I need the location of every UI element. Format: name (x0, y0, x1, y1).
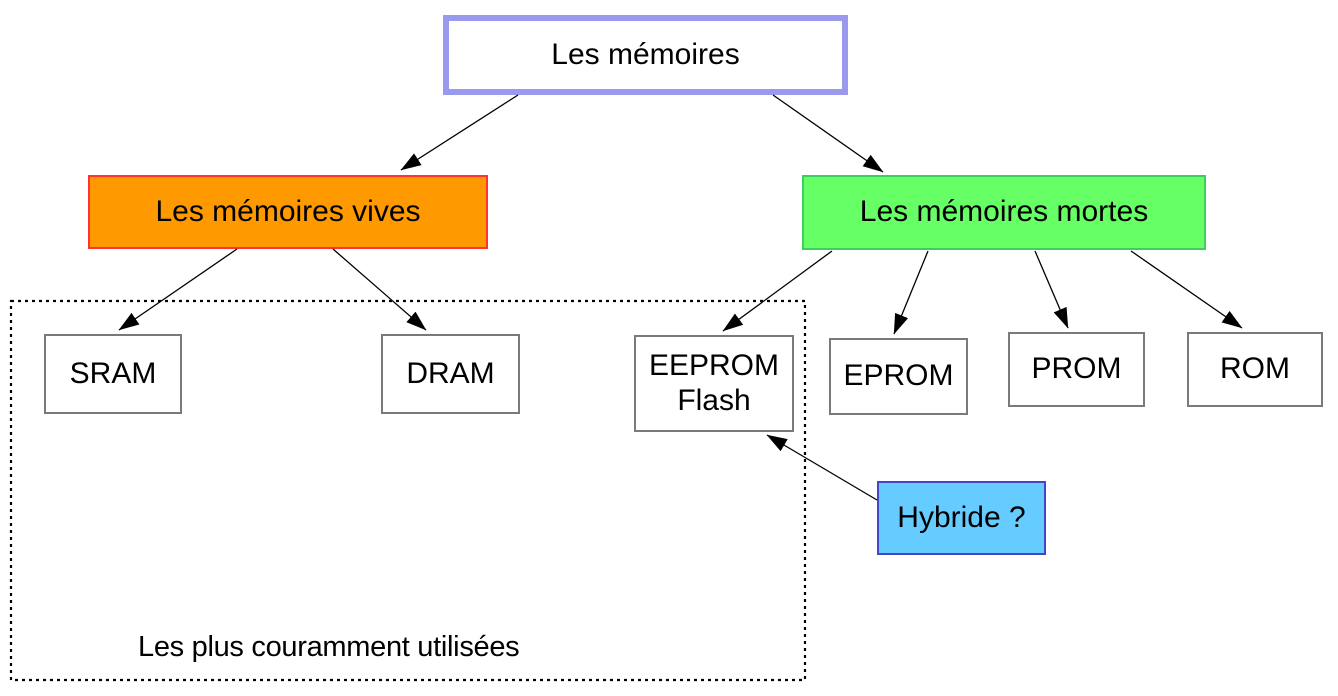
arrow-mortes-to-prom (1034, 250, 1069, 329)
node-sram-label: SRAM (69, 356, 157, 390)
arrow-root-to-mortes (772, 94, 884, 173)
group-caption: Les plus couramment utilisées (138, 631, 520, 663)
node-memoires-vives-label: Les mémoires vives (155, 194, 421, 228)
arrow-vives-to-sram (118, 248, 238, 331)
node-dram: DRAM (381, 334, 520, 414)
node-prom: PROM (1008, 332, 1145, 407)
node-rom: ROM (1187, 332, 1323, 407)
node-eeprom-flash-line2: Flash (677, 383, 751, 417)
node-eprom-label: EPROM (843, 359, 954, 393)
arrow-vives-to-dram (332, 248, 427, 331)
node-hybride-label: Hybride ? (897, 500, 1026, 534)
node-sram: SRAM (44, 334, 182, 414)
node-eeprom-flash: EEPROM Flash (634, 335, 794, 432)
arrow-mortes-to-rom (1130, 250, 1243, 329)
node-les-memoires-label: Les mémoires (551, 37, 740, 71)
arrow-hybride-to-eeprom (766, 434, 878, 501)
node-hybride: Hybride ? (877, 481, 1046, 555)
arrow-mortes-to-eeprom (722, 250, 833, 332)
node-les-memoires: Les mémoires (443, 15, 848, 95)
arrow-mortes-to-eprom (893, 250, 929, 335)
node-memoires-mortes-label: Les mémoires mortes (859, 195, 1149, 229)
node-memoires-mortes: Les mémoires mortes (802, 175, 1206, 250)
node-memoires-vives: Les mémoires vives (88, 175, 488, 249)
arrow-root-to-vives (400, 94, 519, 171)
node-eeprom-flash-line1: EEPROM (648, 349, 780, 382)
node-eprom: EPROM (829, 338, 968, 415)
node-rom-label: ROM (1220, 352, 1290, 386)
node-prom-label: PROM (1031, 352, 1122, 386)
node-dram-label: DRAM (406, 356, 495, 390)
